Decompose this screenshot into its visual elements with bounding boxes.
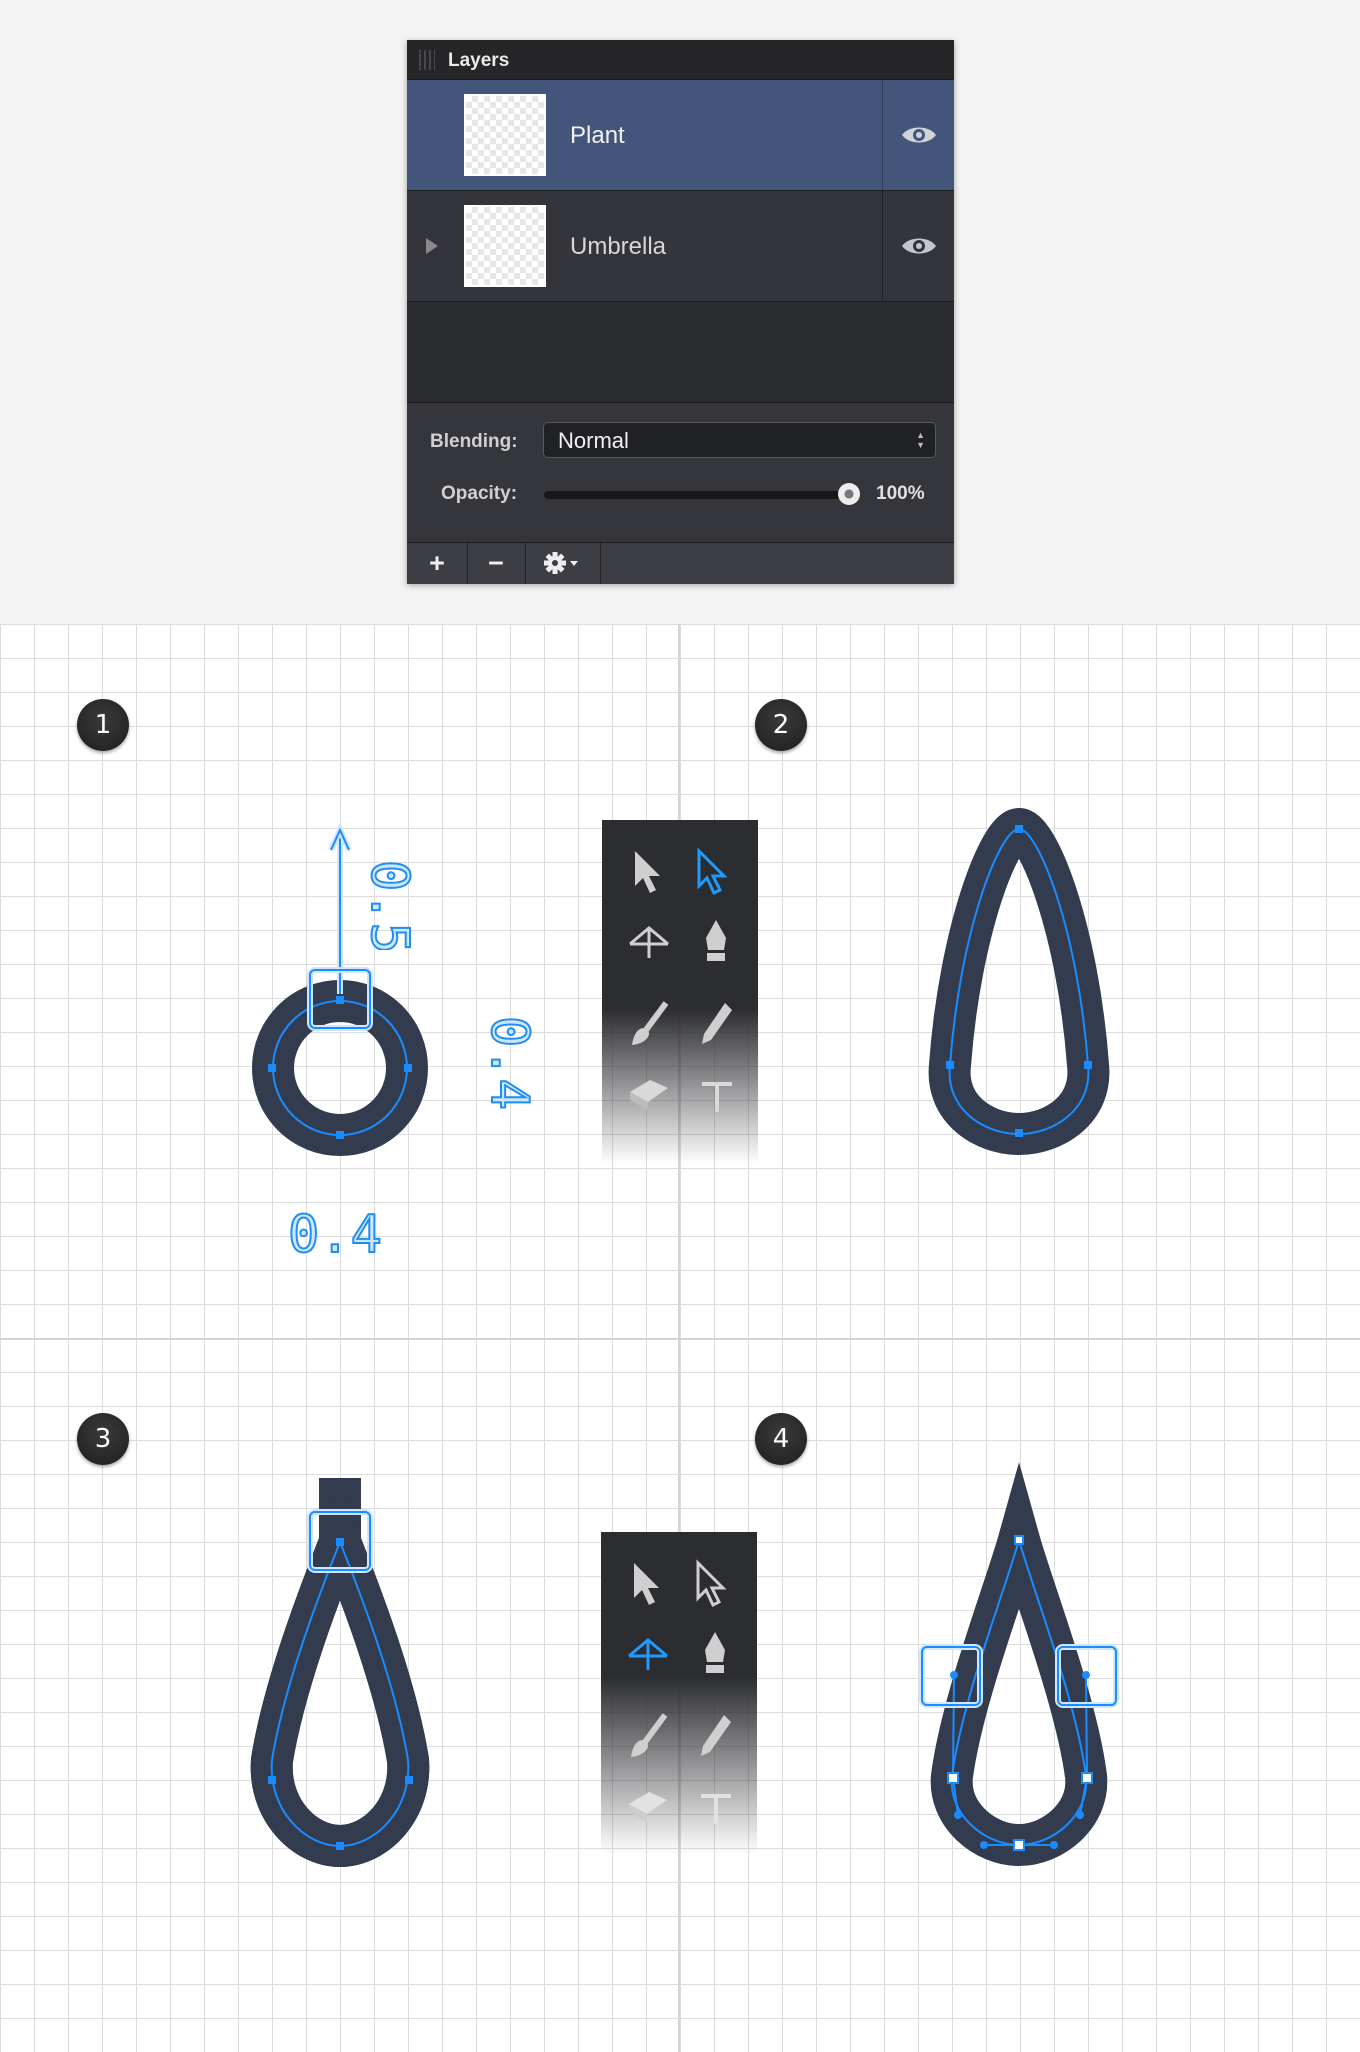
brush-tool-icon [631,1713,668,1757]
select-arrows-icon: ▲▼ [916,430,925,450]
layer-properties-area: Blending: Normal ▲▼ Opacity: 100% [407,403,954,542]
divider [882,191,883,301]
opacity-label: Opacity: [441,483,518,504]
panel-title: Layers [448,50,510,71]
text-tool-icon [702,1082,732,1112]
drag-grip-icon[interactable] [419,50,435,70]
divider [882,80,883,190]
dim-value-0-4-width: 0.4 [288,1205,382,1265]
step-badge-4: 4 [755,1413,807,1465]
step-badge-2: 2 [755,699,807,751]
gear-icon [544,552,578,574]
dim-value-0-4-height: 0.4 [480,1016,539,1110]
pencil-tool-icon [701,1715,731,1756]
pen-tool-icon [706,920,726,961]
step-badge-1: 1 [77,699,129,751]
eraser-tool-icon [629,1792,667,1822]
layer-name: Plant [570,122,625,149]
eye-icon[interactable] [899,118,939,152]
add-layer-button[interactable]: + [407,543,468,584]
brush-tool-icon [632,1001,669,1045]
corner-tool-icon-active [628,1638,668,1670]
blending-value: Normal [558,428,629,453]
dimension-label-vertical: 0.5 [360,859,420,950]
layer-row-plant[interactable]: Plant [407,80,954,191]
corner-tool-icon [629,926,669,958]
center-guide-horizontal [0,1338,1360,1340]
step-badge-3: 3 [77,1413,129,1465]
layer-name: Umbrella [570,233,667,260]
layer-row-umbrella[interactable]: Umbrella [407,191,954,302]
opacity-slider-track[interactable] [544,491,856,499]
pencil-tool-icon [702,1003,732,1044]
layer-thumbnail [464,205,546,287]
node-tool-icon [696,1559,727,1608]
blending-label: Blending: [430,431,518,452]
move-tool-icon [634,1563,659,1605]
pen-tool-icon [705,1632,725,1673]
layers-panel-title-bar[interactable]: Layers [407,40,954,80]
dim-value-0-5: 0.5 [360,860,419,950]
toolbox-panel-bottom [601,1532,757,1855]
blending-select[interactable]: Normal ▲▼ [543,422,936,458]
eraser-tool-icon [630,1080,668,1110]
layer-thumbnail [464,94,546,176]
layer-settings-button[interactable] [525,543,601,584]
layers-panel-footer: + − [407,542,954,584]
layers-empty-area [407,302,954,403]
toolbox-panel-top [602,820,758,1164]
eye-icon[interactable] [899,229,939,263]
remove-layer-button[interactable]: − [467,543,526,584]
opacity-value: 100% [876,483,925,504]
dimension-label-width: 0.4 [288,1204,383,1266]
node-tool-icon-active [697,847,728,896]
layers-panel: Layers Plant Umbrella Blending: Normal ▲… [407,40,954,584]
opacity-slider-knob[interactable] [838,483,860,505]
move-tool-icon [635,851,660,893]
dimension-label-height: 0.4 [480,1015,540,1111]
text-tool-icon [701,1794,731,1824]
expand-triangle-icon[interactable] [426,238,438,254]
